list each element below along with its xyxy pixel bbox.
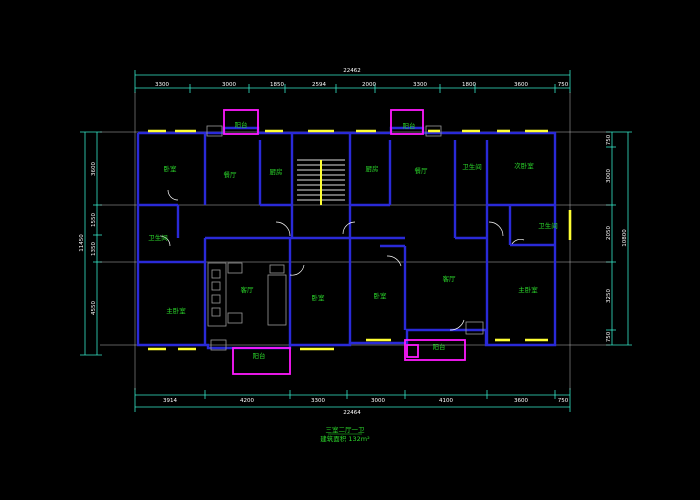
room-balcony-top-left: 阳台 bbox=[235, 120, 248, 129]
right-dim-4: 3250 bbox=[606, 289, 612, 303]
top-dim-9: 750 bbox=[558, 82, 569, 88]
room-balcony-bottom-right: 阳台 bbox=[433, 342, 446, 351]
room-bedroom-nw: 卧室 bbox=[164, 164, 178, 173]
top-dim-5: 2000 bbox=[362, 82, 376, 88]
bottom-dimension-lines bbox=[134, 388, 571, 412]
left-dim-1: 3600 bbox=[91, 162, 97, 176]
bottom-dim-1: 3914 bbox=[163, 398, 177, 404]
room-bedroom-mid-left: 卧室 bbox=[312, 293, 326, 302]
left-dim-3: 1350 bbox=[91, 242, 97, 256]
top-dim-4: 2594 bbox=[312, 82, 326, 88]
staircase bbox=[297, 159, 345, 205]
balconies bbox=[223, 109, 466, 375]
top-dim-6: 3300 bbox=[413, 82, 427, 88]
bottom-dim-2: 4200 bbox=[240, 398, 254, 404]
room-living-left: 客厅 bbox=[241, 285, 255, 294]
room-balcony-bottom-left: 阳台 bbox=[253, 351, 266, 360]
bottom-dim-6: 3600 bbox=[514, 398, 528, 404]
bottom-dim-5: 4100 bbox=[439, 398, 453, 404]
room-master-bedroom-right: 主卧室 bbox=[518, 285, 538, 294]
top-dim-8: 3600 bbox=[514, 82, 528, 88]
room-kitchen-left: 厨房 bbox=[270, 167, 283, 176]
room-bathroom-left: 卫生间 bbox=[148, 233, 168, 242]
right-total-dim: 10800 bbox=[622, 229, 628, 247]
room-bathroom-top-right: 卫生间 bbox=[462, 162, 482, 171]
furniture bbox=[206, 125, 484, 351]
top-dim-1: 3300 bbox=[155, 82, 169, 88]
walls bbox=[136, 126, 557, 350]
caption-line-1: 三室二厅一卫 bbox=[326, 425, 366, 434]
bottom-dim-4: 3000 bbox=[371, 398, 385, 404]
room-living-right: 客厅 bbox=[443, 274, 457, 283]
left-dim-4: 4550 bbox=[91, 301, 97, 315]
top-dim-3: 1850 bbox=[270, 82, 284, 88]
room-second-bedroom: 次卧室 bbox=[514, 161, 534, 170]
right-dim-2: 3000 bbox=[606, 169, 612, 183]
right-dim-5: 750 bbox=[606, 331, 612, 342]
top-total-dim: 22462 bbox=[343, 68, 361, 74]
room-bedroom-mid-right: 卧室 bbox=[374, 291, 388, 300]
top-dim-7: 1800 bbox=[462, 82, 476, 88]
room-dining-left: 餐厅 bbox=[224, 170, 238, 179]
bottom-dim-3: 3300 bbox=[311, 398, 325, 404]
top-dim-2: 3000 bbox=[222, 82, 236, 88]
right-dim-1: 750 bbox=[606, 134, 612, 145]
top-dimension-lines bbox=[134, 70, 571, 93]
doors bbox=[159, 189, 525, 331]
room-master-bedroom-left: 主卧室 bbox=[166, 306, 186, 315]
left-total-dim: 11450 bbox=[79, 234, 85, 252]
left-dim-2: 1550 bbox=[91, 213, 97, 227]
windows bbox=[148, 129, 572, 351]
bottom-total-dim: 22464 bbox=[343, 410, 361, 416]
caption-line-2: 建筑面积 132m² bbox=[320, 434, 370, 443]
room-balcony-top-right: 阳台 bbox=[403, 121, 416, 130]
right-dim-3: 2050 bbox=[606, 226, 612, 240]
right-dimension-lines bbox=[606, 131, 632, 346]
room-dining-right: 餐厅 bbox=[415, 166, 429, 175]
bottom-dim-7: 750 bbox=[558, 398, 569, 404]
room-bathroom-right: 卫生间 bbox=[538, 221, 558, 230]
room-kitchen-right: 厨房 bbox=[366, 164, 379, 173]
